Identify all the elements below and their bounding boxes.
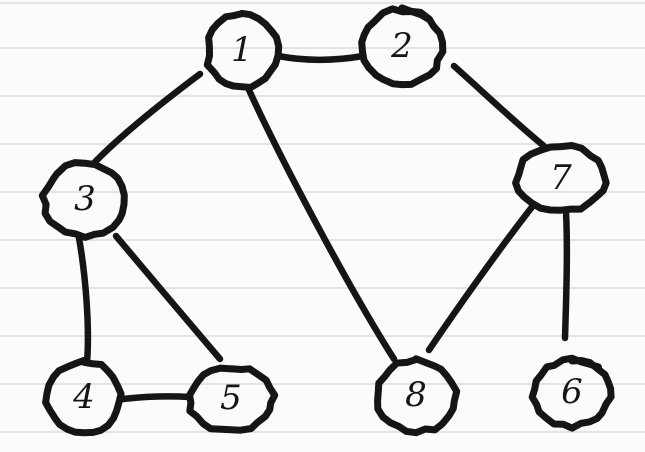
edge-4-5[interactable] [119, 393, 194, 403]
node-4[interactable]: 4 [42, 356, 125, 437]
edge-3-5[interactable] [112, 232, 224, 363]
edge-1-3[interactable] [90, 70, 204, 167]
node-3[interactable]: 3 [38, 159, 128, 241]
node-8-label: 8 [405, 375, 427, 415]
node-8-circle [374, 355, 461, 437]
node-2[interactable]: 2 [358, 4, 447, 89]
node-2-circle [358, 4, 447, 89]
node-6-circle [528, 354, 615, 432]
node-8[interactable]: 8 [374, 355, 461, 437]
edge-layer [75, 52, 571, 403]
node-2-label: 2 [390, 26, 413, 66]
node-1[interactable]: 1 [203, 9, 283, 91]
node-5-label: 5 [220, 378, 242, 418]
node-4-circle [42, 356, 125, 437]
node-3-label: 3 [74, 179, 96, 219]
edge-7-8[interactable] [425, 203, 536, 354]
node-3-circle [38, 159, 128, 241]
node-7-label: 7 [550, 158, 572, 198]
edge-2-7[interactable] [450, 62, 548, 150]
node-7-circle [512, 142, 610, 214]
node-6-label: 6 [561, 372, 583, 412]
node-6[interactable]: 6 [528, 354, 615, 432]
edge-1-2[interactable] [274, 52, 367, 63]
edge-7-6[interactable] [561, 208, 571, 342]
node-1-circle [203, 9, 283, 91]
node-4-label: 4 [72, 377, 95, 417]
edge-3-4[interactable] [75, 234, 92, 367]
node-1-label: 1 [231, 30, 253, 70]
edge-1-8[interactable] [245, 86, 398, 363]
node-7[interactable]: 7 [512, 142, 610, 214]
node-5[interactable]: 5 [186, 364, 279, 434]
node-5-circle [186, 364, 279, 434]
node-layer: 1 2 3 7 4 5 8 6 [38, 4, 615, 437]
